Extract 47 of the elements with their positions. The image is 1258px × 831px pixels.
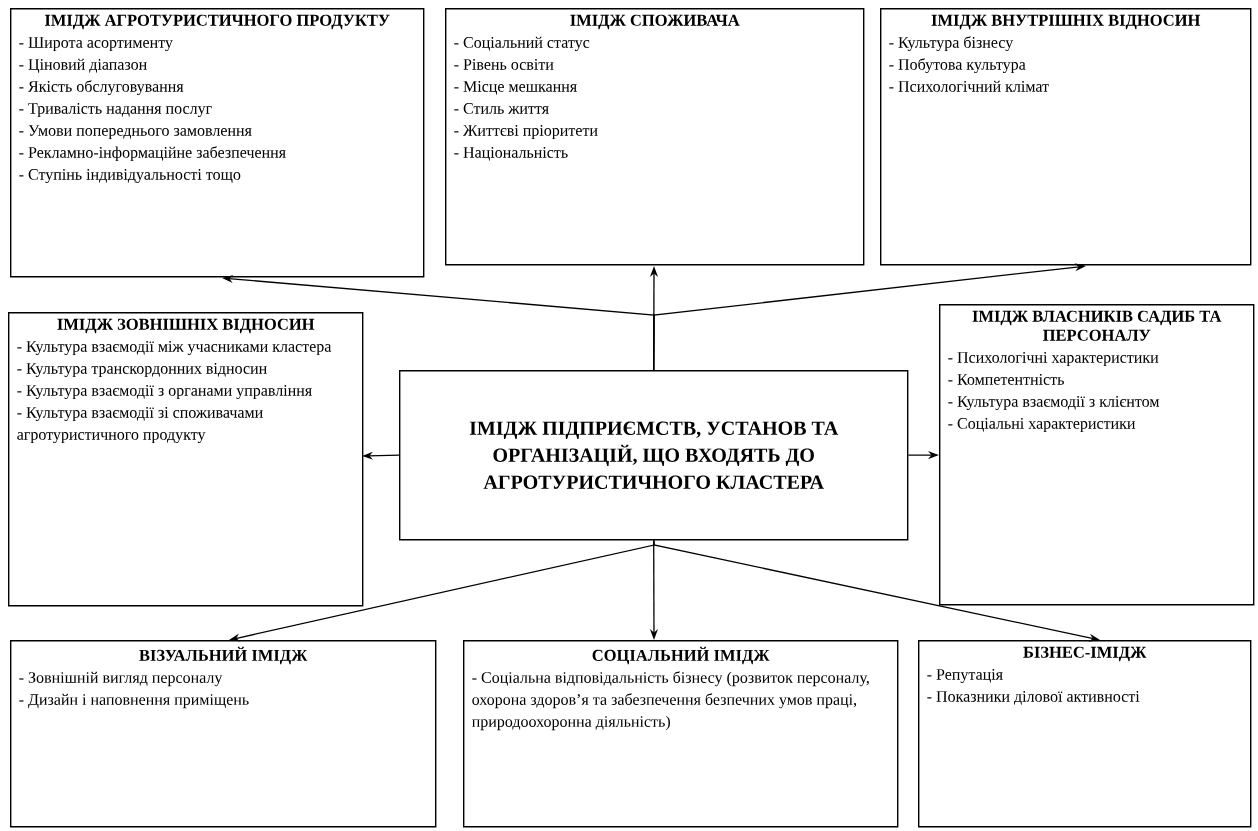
- category-box: [939, 304, 1255, 606]
- box-title: ІМІДЖ ПІДПРИЄМСТВ, УСТАНОВ ТА ОРГАНІЗАЦІЙ, ЩО ВХОДЯТЬ ДО АГРОТУРИСТИЧНОГО КЛАСТЕРА: [469, 421, 839, 489]
- list-item: - Зовнішній вигляд персоналу: [19, 671, 223, 687]
- list-item: - Культура взаємодії між учасниками кластера: [17, 341, 332, 356]
- category-box: [463, 640, 899, 828]
- box-heading: ІМІДЖ ЗОВНІШНІХ ВІДНОСИН: [57, 318, 315, 334]
- category-box: [880, 8, 1252, 266]
- category-box: [399, 370, 909, 541]
- list-item: - Соціальні характеристики: [948, 418, 1136, 433]
- list-item: - Культура транскордонних відносин: [17, 363, 267, 378]
- list-item: - Широта асортименту: [19, 37, 173, 52]
- list-item: - Умови попереднього замовлення: [19, 125, 252, 140]
- list-item: - Соціальний статус: [454, 36, 590, 52]
- list-item: - Рекламно-інформаційне забезпечення: [19, 146, 286, 162]
- category-box: [10, 640, 437, 828]
- list-item: - Місце мешкання: [454, 81, 577, 95]
- list-item: - Культура взаємодії зі споживачами агротуристичного продукту: [17, 407, 263, 444]
- list-item: - Культура бізнесу: [889, 36, 1014, 52]
- list-item: - Ступінь індивідуальності тощо: [19, 169, 241, 184]
- list-item: - Психологічні характеристики: [948, 352, 1159, 367]
- category-box: [918, 640, 1252, 828]
- list-item: - Стиль життя: [454, 103, 549, 114]
- box-heading: БІЗНЕС-ІМІДЖ: [1023, 646, 1147, 662]
- list-item: - Компетентність: [948, 374, 1064, 385]
- list-item: - Ціновий діапазон: [19, 58, 147, 74]
- list-item: - Культура взаємодії з клієнтом: [948, 396, 1160, 411]
- box-heading: ІМІДЖ ВЛАСНИКІВ САДИБ ТА ПЕРСОНАЛУ: [972, 310, 1222, 341]
- box-heading: ІМІДЖ АГРОТУРИСТИЧНОГО ПРОДУКТУ: [44, 14, 390, 30]
- list-item: - Соціальна відповідальність бізнесу (розвиток персоналу, охорона здоров’я та забезпечення безпечних умов праці, природоохоронна діяльність): [472, 671, 869, 731]
- list-item: - Дизайн і наповнення приміщень: [19, 693, 249, 709]
- list-item: - Рівень освіти: [454, 59, 554, 70]
- list-item: - Тривалість надання послуг: [19, 103, 212, 118]
- list-item: - Побутова культура: [889, 58, 1026, 74]
- category-box: [445, 8, 865, 266]
- box-heading: ІМІДЖ СПОЖИВАЧА: [570, 14, 740, 30]
- box-heading: ІМІДЖ ВНУТРІШНІХ ВІДНОСИН: [931, 14, 1201, 30]
- list-item: - Показники ділової активності: [927, 691, 1140, 705]
- list-item: - Якість обслуговування: [19, 80, 184, 96]
- box-heading: СОЦІАЛЬНИЙ ІМІДЖ: [592, 646, 770, 665]
- list-item: - Життєві пріоритети: [454, 125, 598, 140]
- list-item: - Національність: [454, 147, 568, 161]
- list-item: - Психологічний клімат: [889, 80, 1049, 92]
- category-box: [8, 312, 364, 607]
- box-heading: ВІЗУАЛЬНИЙ ІМІДЖ: [139, 646, 308, 665]
- list-item: - Культура взаємодії з органами управління: [17, 385, 312, 400]
- category-box: [10, 8, 425, 278]
- list-item: - Репутація: [927, 669, 1003, 684]
